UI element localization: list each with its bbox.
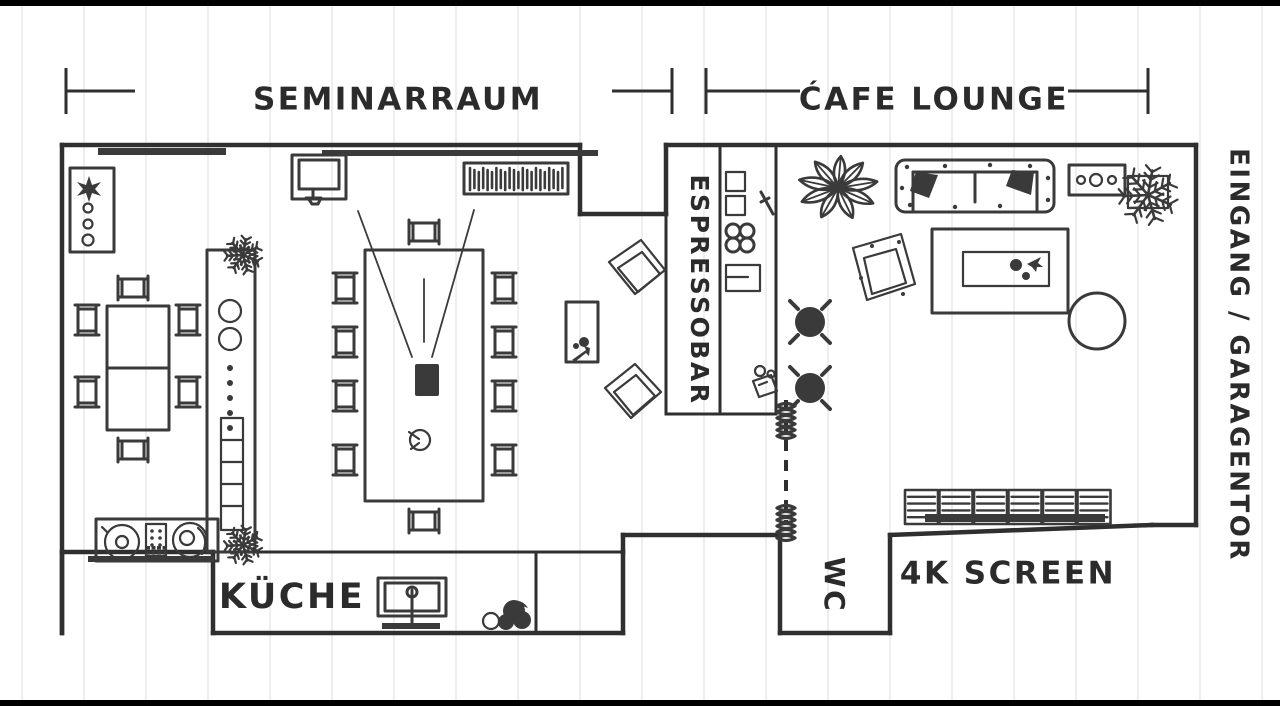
dj-turntable-left <box>100 523 141 561</box>
workstation-desk <box>290 153 348 206</box>
armchair-mid-upper <box>607 238 667 296</box>
projection-cone <box>357 209 475 358</box>
dimension-seminarraum <box>64 68 674 114</box>
kitchen-counter-island <box>205 248 257 554</box>
armchair-lounge <box>851 232 917 302</box>
chair-icon <box>116 436 150 464</box>
zone-label-espressobar: ESPRESSOBAR <box>685 174 714 405</box>
bookshelf-books <box>468 166 564 192</box>
dj-booth <box>94 517 220 563</box>
chair-icon <box>490 379 518 413</box>
zone-label-seminarraum: SEMINARRAUM <box>253 82 543 118</box>
screen-wall <box>903 488 1112 526</box>
espresso-cups <box>724 222 756 254</box>
chair-icon <box>490 271 518 305</box>
kitchen-sink <box>376 576 448 626</box>
chair-icon <box>490 443 518 477</box>
chair-icon <box>174 375 202 409</box>
chair-icon <box>331 379 359 413</box>
fern-plant-icon <box>1117 164 1179 227</box>
bar-stool-icon <box>788 299 832 345</box>
espresso-machine-tool <box>759 190 775 216</box>
chair-icon <box>407 218 441 246</box>
coffee-table-decor <box>1010 257 1043 280</box>
chair-icon <box>331 443 359 477</box>
chair-icon <box>116 274 150 302</box>
chair-icon <box>331 271 359 305</box>
sideboard <box>1067 163 1127 197</box>
zone-label-cafe_lounge: ĆAFE LOUNGE <box>799 81 1069 118</box>
conference-table-chairs <box>331 218 518 535</box>
plant-icon-lounge <box>798 154 879 220</box>
plant-icon-counter-top <box>222 234 264 276</box>
bar-stools <box>788 299 832 411</box>
cabinet-dials <box>81 202 95 247</box>
chair-icon <box>490 325 518 359</box>
curtain-bunch-top <box>775 401 797 441</box>
pedestal-icon <box>572 337 590 361</box>
dj-mixer-dots <box>146 529 167 555</box>
building-walls <box>59 142 1199 636</box>
sofa-dots <box>899 162 1051 210</box>
chair-icon <box>73 375 101 409</box>
lounge-rug <box>930 227 1070 315</box>
cooktop-burners <box>217 298 243 352</box>
espresso-bar-sinks <box>724 170 762 293</box>
round-table <box>1067 291 1127 351</box>
letterbox-bottom <box>0 700 1280 706</box>
projector-device <box>415 364 439 396</box>
kitchen-glassware-solid <box>498 600 531 630</box>
bookshelf <box>462 161 570 196</box>
zone-label-wc: WC <box>818 557 851 613</box>
letterbox-top <box>0 0 1280 6</box>
dj-mixer <box>144 522 168 558</box>
pedestal-display <box>564 300 600 364</box>
chair-icon <box>407 507 441 535</box>
kitchen-counter-bar <box>382 623 440 629</box>
wall-cabinet-left <box>68 166 116 254</box>
zone-label-kueche: KÜCHE <box>219 575 365 617</box>
curtain-bunch-bottom <box>775 503 797 543</box>
armchair-mid-lower <box>603 362 663 420</box>
coffee-table <box>961 250 1051 288</box>
plant-icon-counter-bottom <box>222 524 264 566</box>
meeting-table-chairs <box>73 274 202 464</box>
counter-drawer-unit <box>219 416 245 532</box>
cabinet-knobs <box>77 176 101 202</box>
dimension-cafe-lounge <box>704 68 1150 114</box>
chair-icon <box>174 303 202 337</box>
zone-label-screen_4k: 4K SCREEN <box>900 556 1116 592</box>
barista-equipment <box>751 364 779 399</box>
dj-turntable-right <box>171 521 209 559</box>
conference-table <box>363 248 485 503</box>
sofa-cushions <box>910 170 1034 198</box>
conference-phone-icon <box>407 428 432 452</box>
chair-icon <box>331 325 359 359</box>
meeting-table <box>105 304 171 432</box>
armchair-dots <box>859 240 905 296</box>
sideboard-knobs <box>1075 172 1118 188</box>
interior-walls <box>211 143 778 635</box>
counter-dots <box>227 365 233 431</box>
chair-icon <box>73 303 101 337</box>
zone-label-eingang_garagentor: EINGANG / GARAGENTOR <box>1224 148 1254 562</box>
